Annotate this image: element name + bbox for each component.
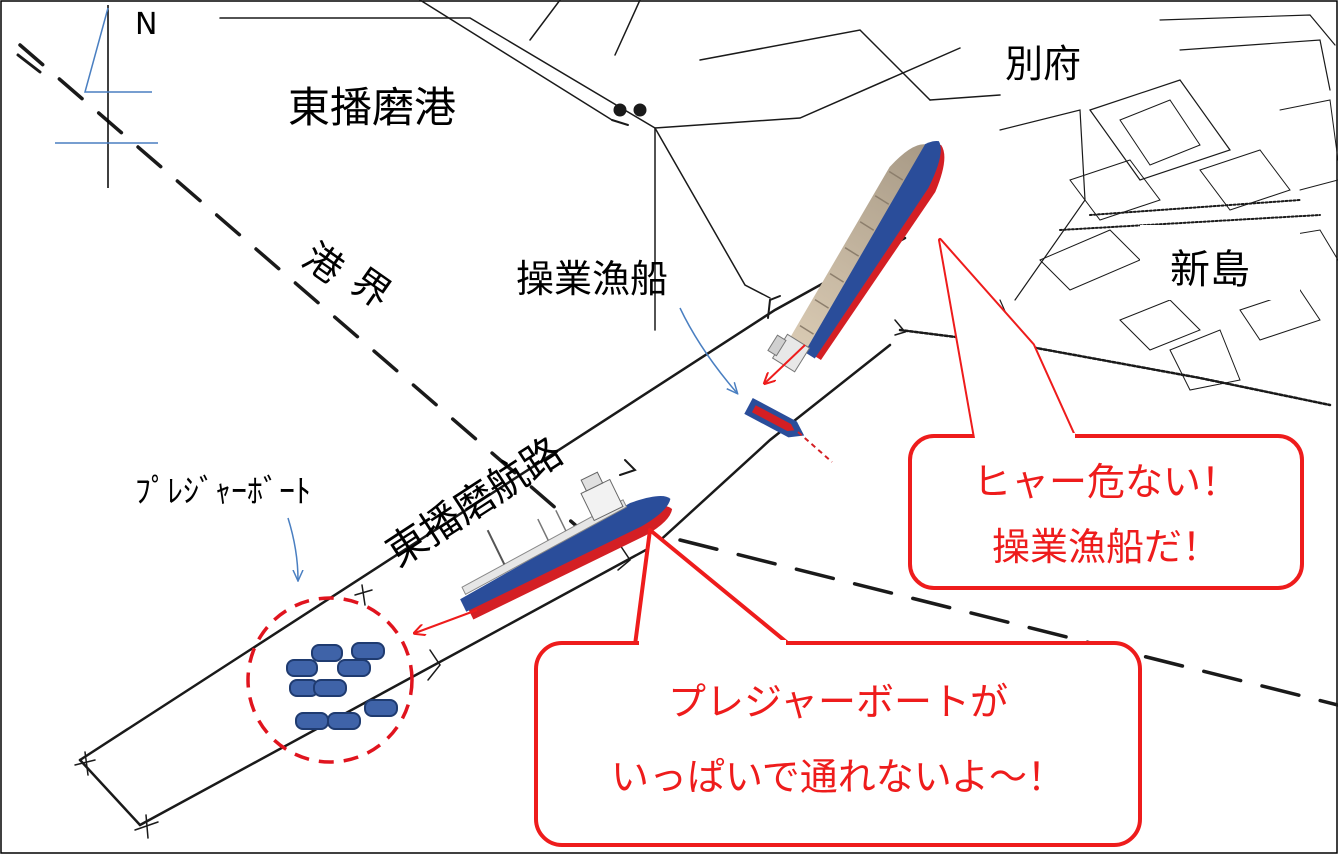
blocked-callout-line2: いっぱいで通れないよ～！: [611, 755, 1065, 799]
medium-ship-heading-arrow: [415, 609, 478, 633]
port-boundary-line-lower: [678, 538, 1338, 707]
medium-ship-icon: [460, 471, 673, 620]
blocked-speech-bubble: [534, 528, 1142, 847]
beppu-label: 別府: [1005, 42, 1081, 86]
fishing-boat-label: 操業漁船: [516, 257, 668, 301]
pleasure-boat-icon: [351, 642, 385, 660]
port-boundary-line-upper: [18, 43, 612, 557]
north-arrow-icon: [55, 5, 158, 188]
pleasure-boat-label: ﾌﾟﾚｼﾞｬｰﾎﾞｰﾄ: [135, 472, 311, 510]
pleasure-boat-icon: [327, 712, 361, 730]
fishing-boat-pointer-arrow: [679, 307, 737, 393]
blocked-callout-line1: プレジャーボートが: [668, 680, 1008, 724]
pleasure-boat-cluster: [286, 642, 398, 730]
shinjima-label-bg: [1140, 225, 1300, 300]
pleasure-boat-icon: [337, 659, 371, 677]
large-ship-heading-arrow: [765, 344, 806, 383]
north-label: N: [135, 7, 157, 42]
shinjima-label: 新島: [1170, 247, 1250, 293]
fishing-net-line: [797, 431, 833, 463]
pleasure-boat-icon: [286, 659, 318, 677]
pleasure-boat-icon: [313, 679, 347, 697]
port-boundary-label-1: 港: [295, 234, 351, 292]
channel-south-edge: [138, 343, 892, 827]
danger-speech-bubble: [908, 238, 1304, 590]
pleasure-boat-icon: [311, 644, 343, 662]
danger-callout-line1: ヒャー危ない！: [973, 460, 1239, 504]
fishing-boat-icon: [744, 397, 805, 438]
pleasure-boat-cluster-circle: [246, 596, 414, 764]
pleasure-boat-icon: [364, 699, 398, 717]
map-linework: [16, 0, 1338, 839]
pleasure-boat-pointer-arrow: [287, 517, 298, 580]
large-ship-icon: [767, 141, 945, 373]
port-boundary-label-2: 界: [343, 259, 399, 317]
port-name-label: 東播磨港: [288, 83, 456, 132]
pleasure-boat-icon: [295, 712, 329, 730]
danger-callout-line2: 操業漁船だ！: [992, 525, 1220, 569]
